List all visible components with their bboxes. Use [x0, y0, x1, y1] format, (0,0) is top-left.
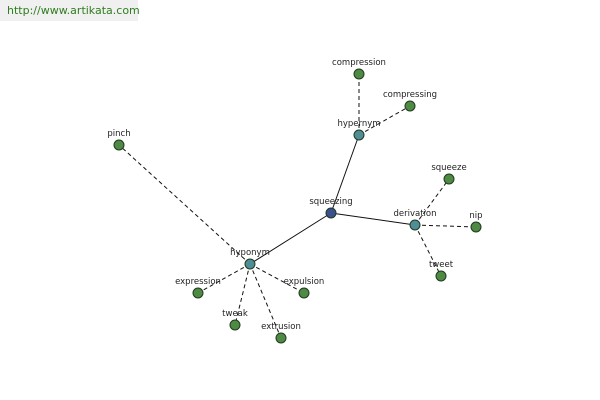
- edge-hyponym-pinch: [118, 144, 251, 265]
- edge-hyponym-expulsion: [249, 263, 305, 294]
- node-derivation[interactable]: derivation: [393, 209, 437, 231]
- node-dot-compressing[interactable]: [404, 100, 416, 112]
- edge-squeezing-derivation: [330, 212, 416, 226]
- node-label-nip: nip: [469, 211, 482, 221]
- node-expression[interactable]: expression: [175, 277, 221, 299]
- node-label-tweak: tweak: [222, 309, 248, 319]
- node-dot-hypernym[interactable]: [353, 129, 365, 141]
- node-label-pinch: pinch: [107, 129, 130, 139]
- edge-hyponym-extrusion: [249, 263, 282, 339]
- node-label-tweet: tweet: [429, 260, 454, 270]
- node-dot-compression[interactable]: [353, 68, 365, 80]
- edge-squeezing-hypernym: [330, 134, 360, 214]
- node-dot-squeeze[interactable]: [443, 173, 455, 185]
- node-label-hyponym: hyponym: [230, 248, 270, 258]
- node-dot-nip[interactable]: [470, 221, 482, 233]
- node-squeeze[interactable]: squeeze: [431, 163, 467, 185]
- node-hyponym[interactable]: hyponym: [230, 248, 270, 270]
- source-url-link[interactable]: http://www.artikata.com: [0, 0, 140, 21]
- node-tweak[interactable]: tweak: [222, 309, 248, 331]
- node-dot-pinch[interactable]: [113, 139, 125, 151]
- edge-hyponym-expression: [197, 263, 251, 294]
- node-tweet[interactable]: tweet: [429, 260, 454, 282]
- node-label-expression: expression: [175, 277, 221, 287]
- node-compressing[interactable]: compressing: [383, 90, 437, 112]
- node-squeezing[interactable]: squeezing: [309, 197, 353, 219]
- node-dot-squeezing[interactable]: [325, 207, 337, 219]
- node-dot-expression[interactable]: [192, 287, 204, 299]
- node-compression[interactable]: compression: [332, 58, 386, 80]
- edge-derivation-squeeze: [414, 178, 450, 226]
- node-label-squeeze: squeeze: [431, 163, 466, 173]
- edge-derivation-tweet: [414, 224, 442, 277]
- node-extrusion[interactable]: extrusion: [261, 322, 301, 344]
- node-dot-expulsion[interactable]: [298, 287, 310, 299]
- node-label-expulsion: expulsion: [284, 277, 325, 287]
- graph-nodes: squeezing hypernym derivation hyponym compre…: [107, 58, 483, 344]
- node-dot-derivation[interactable]: [409, 219, 421, 231]
- edge-hypernym-compressing: [358, 105, 411, 136]
- edge-squeezing-hyponym: [249, 212, 332, 265]
- node-label-derivation: derivation: [393, 209, 436, 219]
- node-hypernym[interactable]: hypernym: [337, 119, 381, 141]
- edge-derivation-nip: [414, 224, 477, 228]
- edge-hyponym-tweak: [234, 263, 251, 326]
- node-expulsion[interactable]: expulsion: [284, 277, 325, 299]
- node-dot-hyponym[interactable]: [244, 258, 256, 270]
- node-label-squeezing: squeezing: [309, 197, 352, 207]
- node-dot-tweak[interactable]: [229, 319, 241, 331]
- node-dot-tweet[interactable]: [435, 270, 447, 282]
- node-label-compressing: compressing: [383, 90, 437, 100]
- node-nip[interactable]: nip: [469, 211, 483, 233]
- node-dot-extrusion[interactable]: [275, 332, 287, 344]
- node-pinch[interactable]: pinch: [107, 129, 131, 151]
- graph-edges: [118, 74, 477, 339]
- node-label-compression: compression: [332, 58, 386, 68]
- node-label-extrusion: extrusion: [261, 322, 301, 332]
- node-label-hypernym: hypernym: [337, 119, 380, 129]
